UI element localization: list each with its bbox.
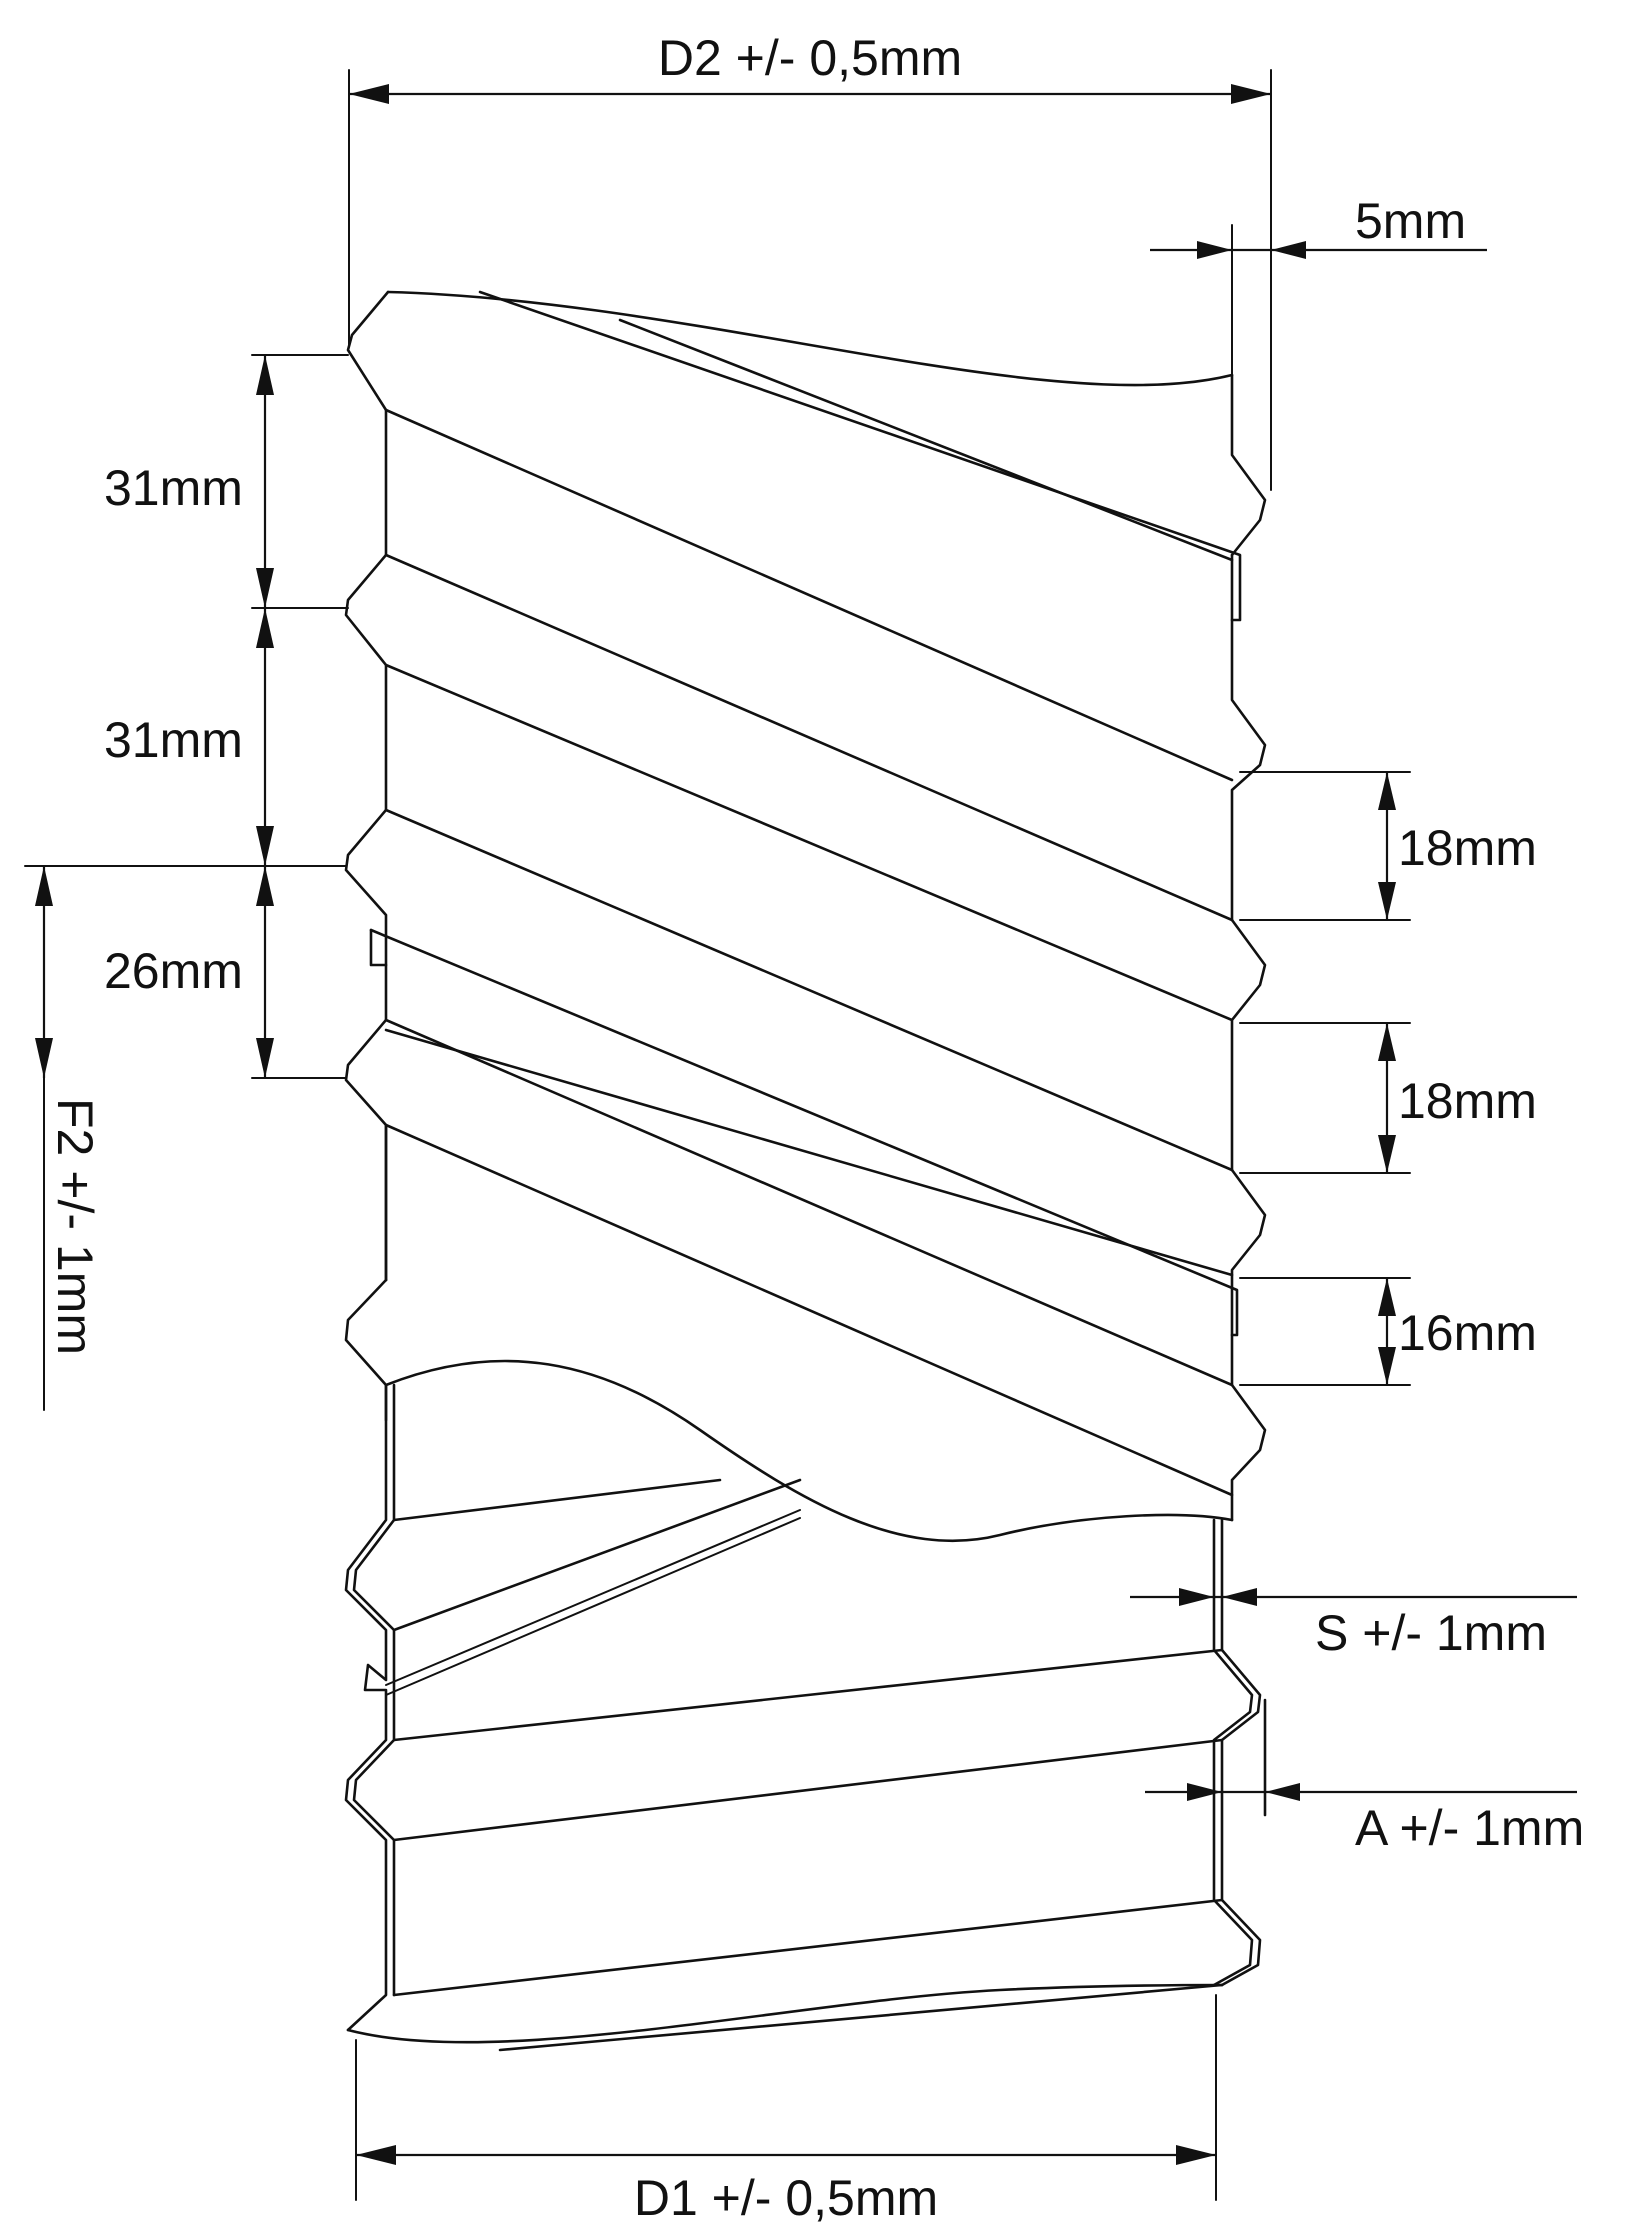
label-d1: D1 +/- 0,5mm bbox=[634, 2170, 938, 2226]
label-band-18mm-1: 18mm bbox=[1398, 820, 1537, 876]
label-seam-26mm: 26mm bbox=[104, 943, 243, 999]
label-s: S +/- 1mm bbox=[1315, 1605, 1547, 1661]
dimension-lines bbox=[24, 69, 1577, 2201]
duct-outline bbox=[344, 290, 1267, 1543]
duct-lower-section bbox=[344, 1383, 1267, 2052]
label-d2: D2 +/- 0,5mm bbox=[658, 30, 962, 86]
label-pitch-31mm-1: 31mm bbox=[104, 460, 243, 516]
label-band-18mm-2: 18mm bbox=[1398, 1073, 1537, 1129]
label-f2: F2 +/- 1mm bbox=[47, 1098, 103, 1355]
label-wall-5mm: 5mm bbox=[1355, 193, 1466, 249]
label-a: A +/- 1mm bbox=[1355, 1800, 1584, 1856]
label-band-16mm: 16mm bbox=[1398, 1305, 1537, 1361]
dimension-labels: D2 +/- 0,5mm 5mm 31mm 31mm 26mm F2 +/- 1… bbox=[47, 30, 1584, 2226]
label-pitch-31mm-2: 31mm bbox=[104, 712, 243, 768]
